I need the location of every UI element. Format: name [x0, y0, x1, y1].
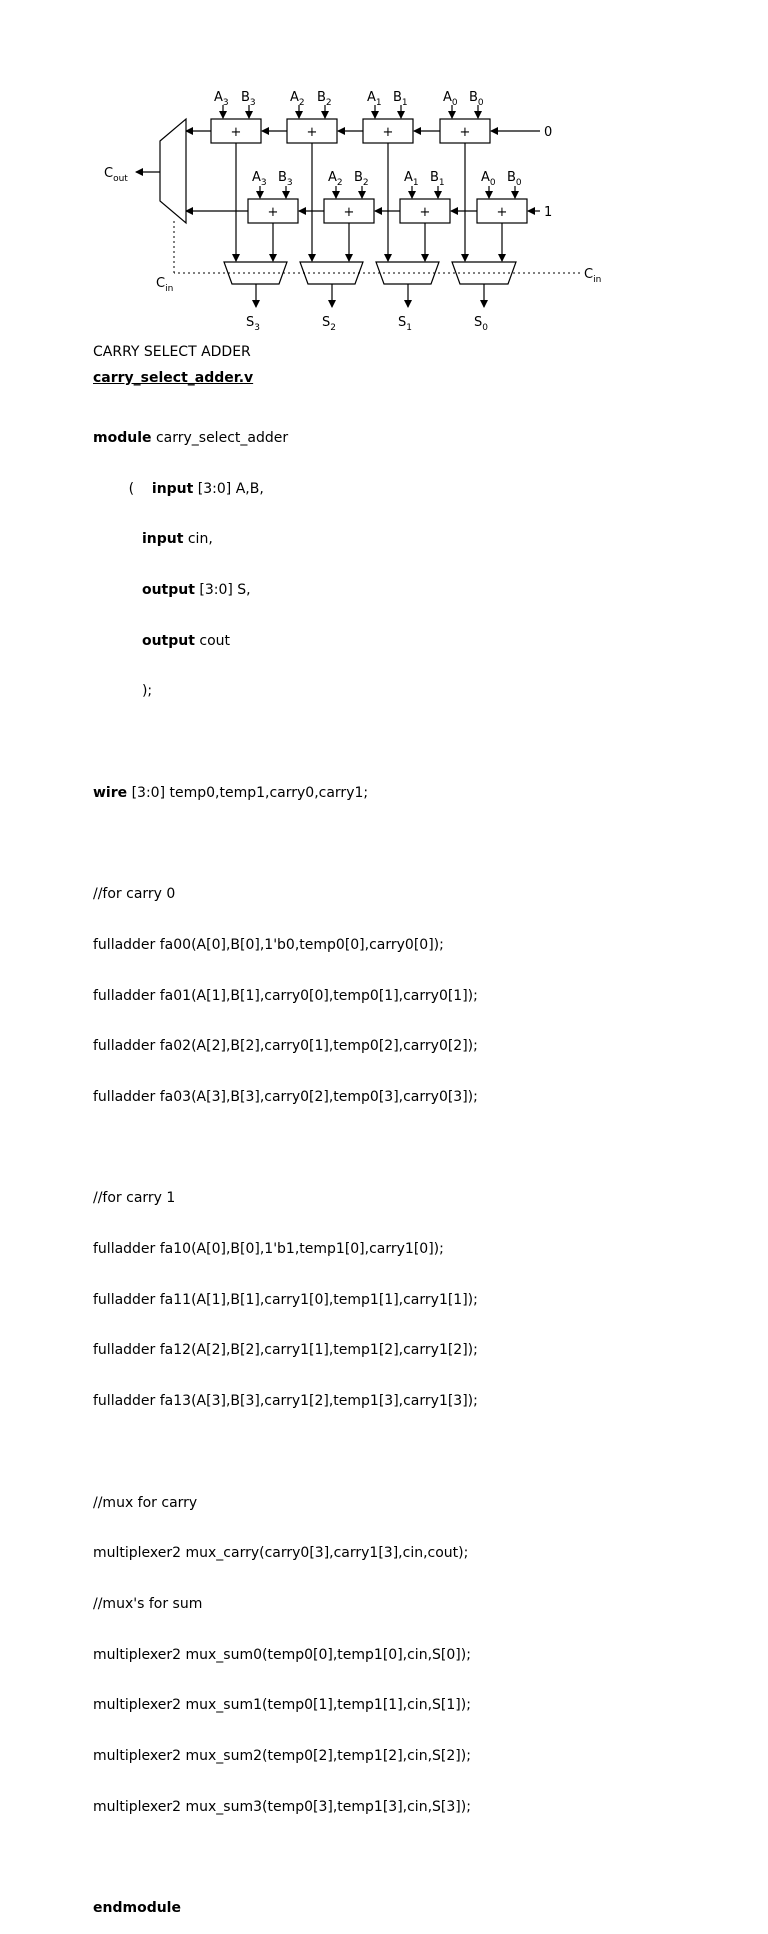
code-line-mux-sum3: multiplexer2 mux_sum3(temp0[3],temp1[3],…: [93, 1798, 471, 1815]
code-line-mux-carry: multiplexer2 mux_carry(carry0[3],carry1[…: [93, 1545, 469, 1562]
cin-select-lines: [173, 221, 580, 274]
output-keyword: output: [141, 581, 195, 598]
module-name: carry_select_adder: [151, 429, 289, 446]
row0-b1-label: B1: [393, 90, 408, 108]
module-line: module carry_select_adder: [93, 430, 753, 447]
port-line-3: output [3:0] S,: [93, 582, 753, 599]
input-keyword: input: [141, 531, 184, 548]
row1-a2-label: A2: [328, 170, 343, 188]
sum-wires: [232, 143, 506, 262]
code-line-fa10: fulladder fa10(A[0],B[0],1'b1,temp1[0],c…: [93, 1241, 444, 1258]
wire-line: wire [3:0] temp0,temp1,carry0,carry1;: [93, 785, 753, 802]
code-line-mux-sum2: multiplexer2 mux_sum2(temp0[2],temp1[2],…: [93, 1748, 471, 1765]
carry1-constant: 1: [544, 205, 552, 220]
filename-heading: carry_select_adder.v: [93, 370, 254, 386]
code-line-fa03: fulladder fa03(A[3],B[3],carry0[2],temp0…: [93, 1088, 478, 1105]
row0-b0-label: B0: [469, 90, 484, 108]
port-line-4: output cout: [93, 633, 753, 650]
carry-out-mux: [159, 117, 187, 225]
code-line-mux-sum1: multiplexer2 mux_sum1(temp0[1],temp1[1],…: [93, 1697, 471, 1714]
adder-plus-r1-2: +: [344, 205, 355, 220]
open-paren: (: [128, 480, 135, 497]
carry1-comment: //for carry 1: [93, 1190, 176, 1207]
adder-plus-r0-1: +: [383, 125, 394, 140]
figure-caption: CARRY SELECT ADDER: [93, 344, 251, 360]
code-line-fa02: fulladder fa02(A[2],B[2],carry0[1],temp0…: [93, 1038, 478, 1055]
endmodule-line: endmodule: [93, 1900, 181, 1917]
row1-b1-label: B1: [430, 170, 445, 188]
row0-a3-label: A3: [214, 90, 229, 108]
adder-plus-r0-3: +: [231, 125, 242, 140]
row0-a0-label: A0: [443, 90, 458, 108]
output-keyword: output: [141, 632, 195, 649]
row0-b3-label: B3: [241, 90, 256, 108]
s0-label: S0: [474, 315, 488, 333]
mux-sum-comment: //mux's for sum: [93, 1595, 203, 1612]
close-paren-line: );: [93, 683, 753, 700]
code-line-mux-sum0: multiplexer2 mux_sum0(temp0[0],temp1[0],…: [93, 1646, 471, 1663]
wire-keyword: wire: [93, 784, 128, 801]
input-keyword: input: [151, 480, 194, 497]
verilog-code-block: module carry_select_adder ( input [3:0] …: [93, 396, 753, 1934]
carry0-constant: 0: [544, 125, 552, 140]
adder-plus-r1-0: +: [497, 205, 508, 220]
close-paren: );: [141, 683, 153, 700]
adder-plus-r0-2: +: [307, 125, 318, 140]
code-line-fa00: fulladder fa00(A[0],B[0],1'b0,temp0[0],c…: [93, 936, 444, 953]
s2-label: S2: [322, 315, 336, 333]
cin-left-label: Cin: [156, 276, 173, 294]
wire-decl: [3:0] temp0,temp1,carry0,carry1;: [127, 784, 369, 801]
row1-b3-label: B3: [278, 170, 293, 188]
port2-decl: cin,: [183, 531, 213, 548]
code-line-fa11: fulladder fa11(A[1],B[1],carry1[0],temp1…: [93, 1291, 478, 1308]
row1-b0-label: B0: [507, 170, 522, 188]
row1-a1-label: A1: [404, 170, 419, 188]
port4-decl: cout: [194, 632, 230, 649]
adder-row-carry1: [185, 186, 540, 224]
row1-a3-label: A3: [252, 170, 267, 188]
carry-select-adder-diagram: A3 B3 A2 B2 A1 B1 A0 B0 A3 B3 A2: [104, 90, 601, 333]
cout-label: Cout: [104, 166, 128, 184]
s3-label: S3: [246, 315, 260, 333]
adder-plus-r1-3: +: [268, 205, 279, 220]
port3-decl: [3:0] S,: [194, 581, 251, 598]
port1-decl: [3:0] A,B,: [193, 480, 264, 497]
s1-label: S1: [398, 315, 412, 333]
adder-row-carry0: [185, 105, 540, 144]
code-line-fa01: fulladder fa01(A[1],B[1],carry0[0],temp0…: [93, 987, 478, 1004]
code-line-fa13: fulladder fa13(A[3],B[3],carry1[2],temp1…: [93, 1393, 478, 1410]
cin-right-label: Cin: [584, 267, 601, 285]
code-line-fa12: fulladder fa12(A[2],B[2],carry1[1],temp1…: [93, 1342, 478, 1359]
adder-plus-r0-0: +: [460, 125, 471, 140]
row0-a1-label: A1: [367, 90, 382, 108]
sum-output-wires: [252, 284, 488, 308]
row1-b2-label: B2: [354, 170, 369, 188]
row1-a0-label: A0: [481, 170, 496, 188]
port-line-2: input cin,: [93, 531, 753, 548]
row0-a2-label: A2: [290, 90, 305, 108]
row0-b2-label: B2: [317, 90, 332, 108]
carry0-comment: //for carry 0: [93, 886, 176, 903]
module-keyword: module: [93, 429, 152, 446]
port-line-1: ( input [3:0] A,B,: [93, 481, 753, 498]
mux-carry-comment: //mux for carry: [93, 1494, 198, 1511]
adder-plus-r1-1: +: [420, 205, 431, 220]
